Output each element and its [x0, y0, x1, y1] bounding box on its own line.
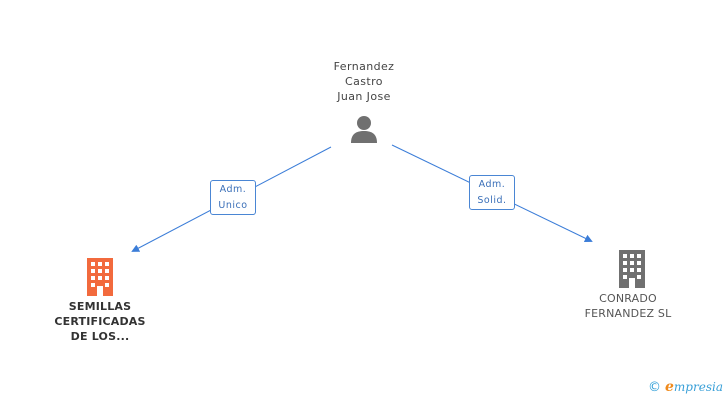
role-line: Adm.: [478, 179, 506, 190]
brand-rest: mpresia: [673, 380, 723, 394]
person-name[interactable]: Fernandez Castro Juan Jose: [304, 59, 424, 104]
brand-logo: empresia: [665, 379, 723, 395]
person-name-line: Fernandez: [333, 60, 395, 73]
person-icon[interactable]: [349, 114, 379, 144]
role-line: Adm.: [219, 184, 247, 195]
role-line: Solid.: [477, 195, 507, 206]
brand-initial: e: [665, 379, 674, 395]
company-name-line: SEMILLAS: [68, 300, 132, 313]
person-name-line: Juan Jose: [337, 90, 391, 103]
role-badge-adm-solid: Adm. Solid.: [469, 175, 515, 210]
company-name-line: CERTIFICADAS: [54, 315, 146, 328]
company-name-line: DE LOS...: [70, 330, 130, 343]
role-badge-adm-unico: Adm. Unico: [210, 180, 256, 215]
building-icon[interactable]: [84, 258, 116, 296]
company-name-semillas[interactable]: SEMILLAS CERTIFICADAS DE LOS...: [38, 299, 162, 344]
empresia-watermark: ©empresia: [648, 379, 723, 397]
company-name-conrado[interactable]: CONRADO FERNANDEZ SL: [568, 291, 688, 321]
copyright-icon: ©: [648, 379, 661, 395]
person-name-line: Castro: [345, 75, 383, 88]
building-icon[interactable]: [616, 250, 648, 288]
role-line: Unico: [218, 200, 248, 211]
company-name-line: CONRADO: [599, 292, 657, 305]
company-name-line: FERNANDEZ SL: [584, 307, 672, 320]
